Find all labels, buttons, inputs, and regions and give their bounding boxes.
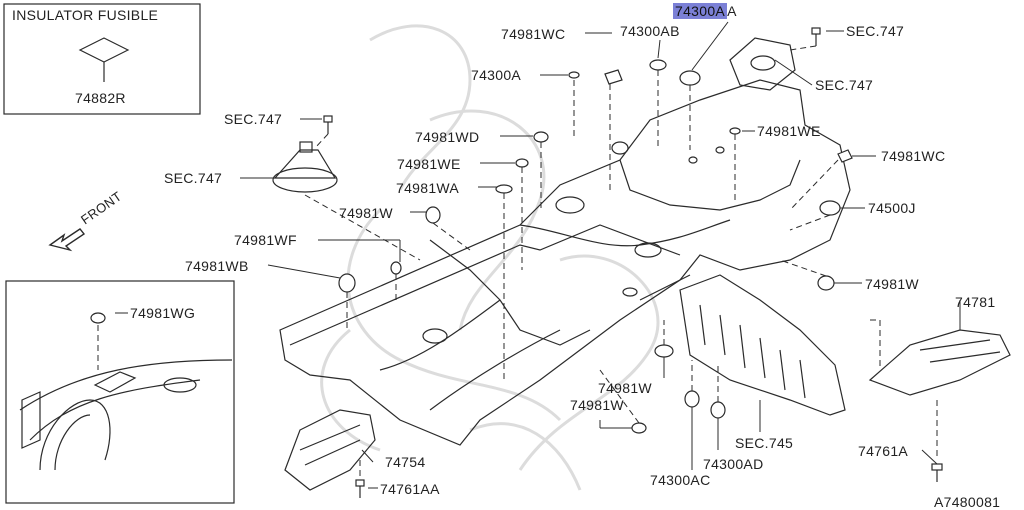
part-label-74761A: 74761A [858,443,909,459]
section-label-747-top: SEC.747 [846,23,905,39]
part-label-74981W-low: 74981W [570,397,624,413]
part-label-74981W-mid: 74981W [598,380,652,396]
heat-insulator-74781 [868,329,1011,396]
part-label-74981WE-right: 74981WE [757,123,821,139]
section-label-745: SEC.745 [735,435,794,451]
inset-insulator-fusible [3,3,201,115]
part-label-74500J: 74500J [868,200,916,216]
part-label-74981WF: 74981WF [234,232,297,248]
assembly-lines [97,45,938,480]
mount-plate [729,37,796,91]
part-label-74781: 74781 [955,294,996,310]
shift-boot [272,141,338,193]
part-label-74981WB: 74981WB [185,258,249,274]
part-label-74300AB: 74300AB [620,23,680,39]
part-label-74300A: 74300A [471,67,522,83]
part-label-74300AC: 74300AC [650,472,711,488]
part-label-74981WC-right: 74981WC [881,148,946,164]
inset-detail [5,280,235,504]
front-arrow-icon [48,228,86,252]
highlight: 74300A [673,3,728,19]
part-label-74981WG: 74981WG [130,305,196,321]
part-label-74761AA: 74761AA [380,481,440,497]
floor-panel [279,79,851,446]
part-label-74981WC-top: 74981WC [501,26,566,42]
section-label-747-right: SEC.747 [815,77,874,93]
leader-lines [115,21,961,489]
plugs [338,59,853,434]
part-label-74981WD: 74981WD [415,129,480,145]
heat-insulator-74754 [284,409,376,491]
watermark-emblem [320,24,660,491]
diagram-code: A7480081 [934,494,1001,510]
part-label-74882R: 74882R [75,90,126,106]
part-suffix: A [727,3,737,19]
section-label-747-bolt: SEC.747 [224,111,283,127]
rear-panel [679,274,846,416]
part-label-74981W-right: 74981W [865,276,919,292]
part-label-74981WE-left: 74981WE [397,156,461,172]
part-label-74981W-left: 74981W [339,205,393,221]
section-label-747-boot: SEC.747 [164,170,223,186]
part-label-74300AD: 74300AD [703,456,764,472]
part-label-74754: 74754 [385,454,426,470]
inset-title: INSULATOR FUSIBLE [12,7,159,23]
part-label-74981WA: 74981WA [396,180,460,196]
